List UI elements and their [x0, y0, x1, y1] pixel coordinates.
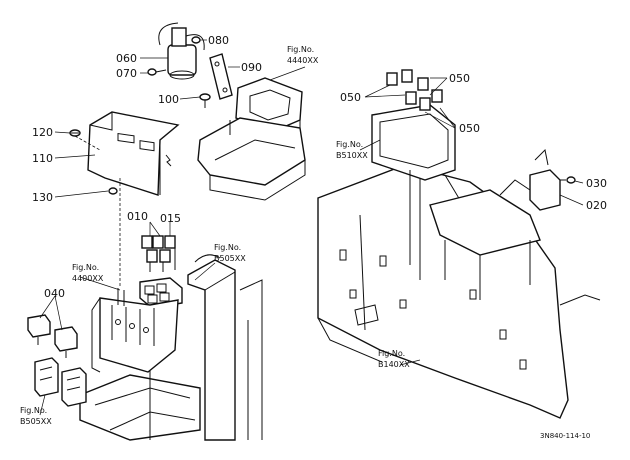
- svg-text:B510XX: B510XX: [336, 151, 368, 160]
- flasher-unit-part-020[interactable]: [529, 148, 561, 211]
- figref-B140XX[interactable]: Fig.No. B140XX: [378, 349, 410, 369]
- callout-080[interactable]: 080: [208, 34, 229, 47]
- callout-070[interactable]: 070: [116, 67, 137, 80]
- bolt-part-080[interactable]: [191, 36, 201, 44]
- callout-050-left[interactable]: 050: [340, 91, 361, 104]
- svg-text:Fig.No.: Fig.No.: [378, 349, 405, 358]
- callout-010[interactable]: 010: [127, 210, 148, 223]
- screw-part-120[interactable]: [69, 129, 81, 137]
- callout-050-right[interactable]: 050: [459, 122, 480, 135]
- callout-110[interactable]: 110: [32, 152, 53, 165]
- dash-panel-assembly: [317, 69, 601, 419]
- washer-part-130[interactable]: [108, 187, 118, 195]
- screw-part-070[interactable]: [147, 68, 167, 76]
- callout-100[interactable]: 100: [158, 93, 179, 106]
- bolt-part-100[interactable]: [199, 93, 211, 108]
- callout-020[interactable]: 020: [586, 199, 607, 212]
- figref-B505XX-bottom[interactable]: Fig.No. B505XX: [20, 406, 52, 426]
- relay-socket-pair: [34, 357, 87, 407]
- callout-130[interactable]: 130: [32, 191, 53, 204]
- svg-text:Fig.No.: Fig.No.: [20, 406, 47, 415]
- callout-labels: 080 060 090 070 100 120 110 130 010 015 …: [32, 34, 607, 300]
- relay-group-part-010-015[interactable]: [141, 235, 176, 272]
- svg-text:B505XX: B505XX: [214, 254, 246, 263]
- figref-4400XX[interactable]: Fig.No. 4400XX: [72, 263, 104, 283]
- callout-030[interactable]: 030: [586, 177, 607, 190]
- svg-text:B140XX: B140XX: [378, 360, 410, 369]
- figref-B505XX-middle[interactable]: Fig.No. B505XX: [214, 243, 246, 263]
- svg-text:Fig.No.: Fig.No.: [336, 140, 363, 149]
- callout-120[interactable]: 120: [32, 126, 53, 139]
- figref-B510XX[interactable]: Fig.No. B510XX: [336, 140, 368, 160]
- bracket-part-090[interactable]: [209, 53, 233, 100]
- svg-text:Fig.No.: Fig.No.: [287, 45, 314, 54]
- relay-set-part-050[interactable]: [386, 69, 443, 111]
- svg-text:Fig.No.: Fig.No.: [72, 263, 99, 272]
- callout-015[interactable]: 015: [160, 212, 181, 225]
- callout-090[interactable]: 090: [241, 61, 262, 74]
- callout-040[interactable]: 040: [44, 287, 65, 300]
- callout-060[interactable]: 060: [116, 52, 137, 65]
- relay-cover-part-110[interactable]: [87, 111, 180, 196]
- relay-part-040[interactable]: [27, 314, 78, 358]
- frame-post: [187, 254, 263, 441]
- figref-4440XX[interactable]: Fig.No. 4440XX: [287, 45, 319, 65]
- solenoid-part-060[interactable]: [158, 22, 205, 80]
- leader-lines: [39, 39, 584, 416]
- drawing-code: 3N840-114-10: [540, 432, 590, 440]
- figure-references: Fig.No. 4440XX Fig.No. 4400XX Fig.No. B5…: [20, 45, 410, 426]
- upper-switch-assembly: [147, 22, 306, 201]
- svg-text:4440XX: 4440XX: [287, 56, 319, 65]
- callout-050-top[interactable]: 050: [449, 72, 470, 85]
- lower-frame: [79, 370, 201, 441]
- svg-text:4400XX: 4400XX: [72, 274, 104, 283]
- svg-text:Fig.No.: Fig.No.: [214, 243, 241, 252]
- support-frame: [429, 179, 601, 306]
- svg-text:B505XX: B505XX: [20, 417, 52, 426]
- screw-part-030[interactable]: [560, 176, 576, 184]
- relay-bracket-plate: [91, 288, 179, 373]
- steering-column-base: [197, 77, 306, 201]
- relay-mount-assembly: [27, 111, 263, 441]
